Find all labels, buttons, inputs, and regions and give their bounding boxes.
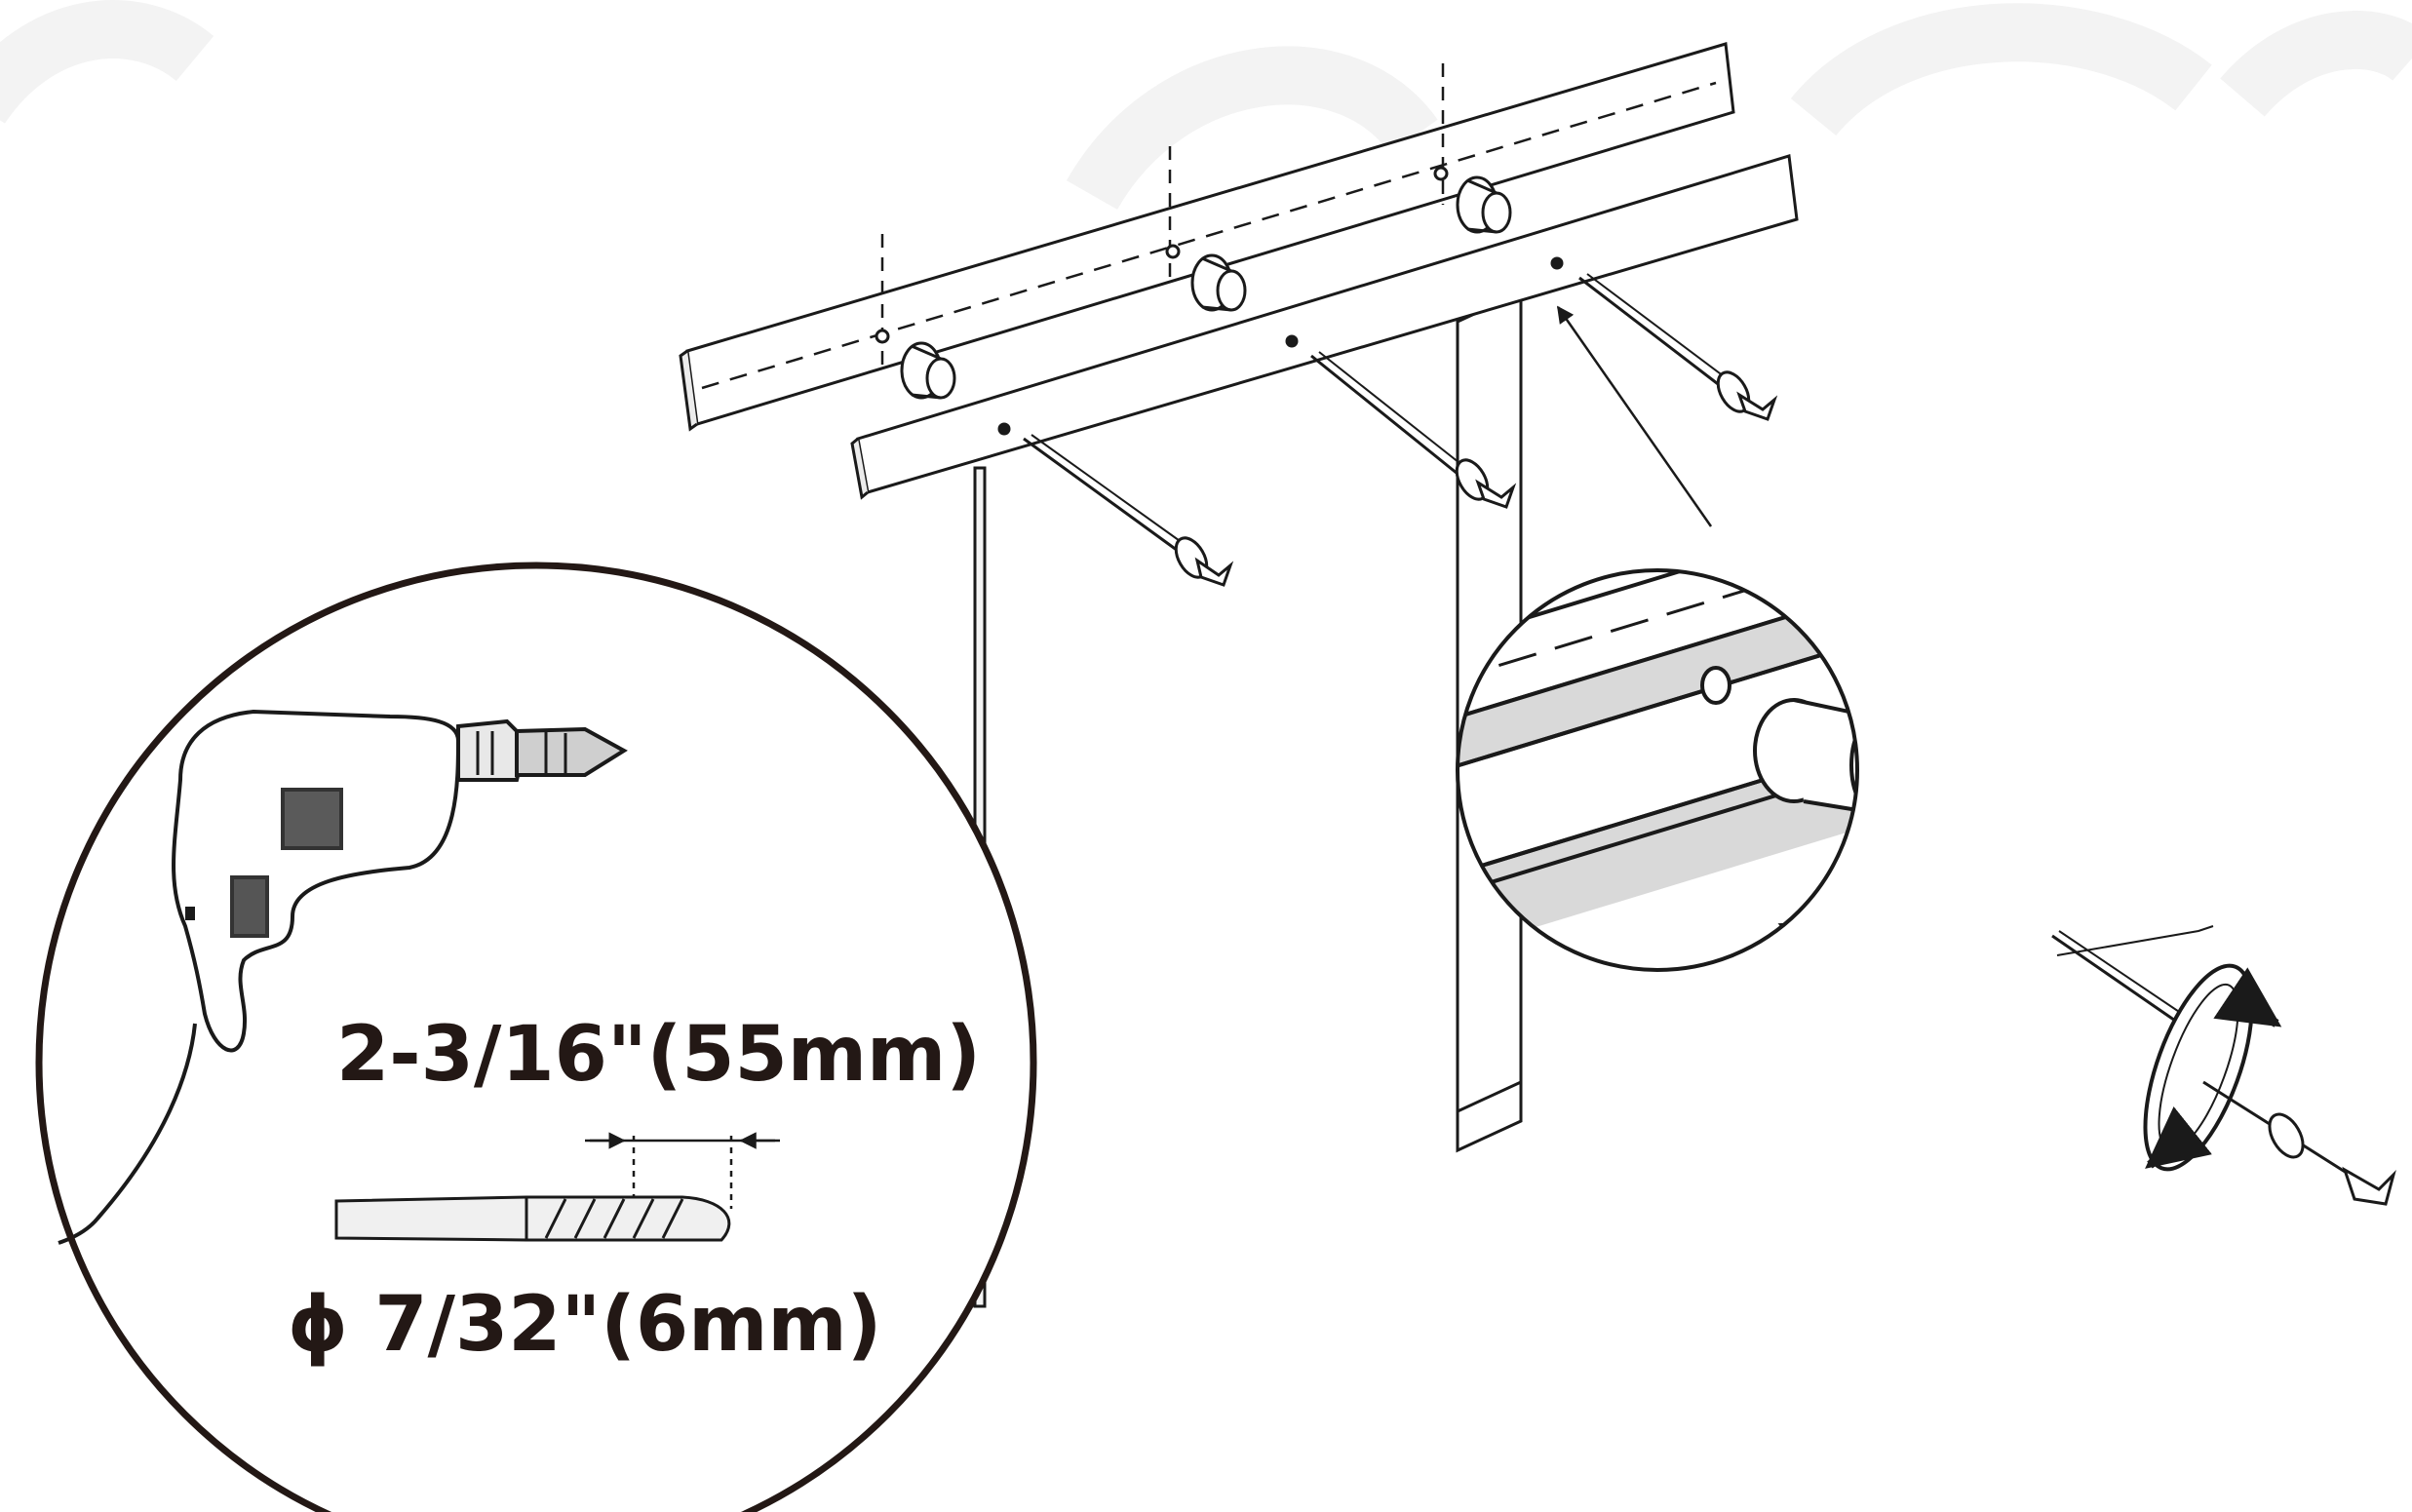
detail-pointer <box>1556 305 1713 527</box>
drill-depth-label: 2-3/16"(55mm) <box>336 1011 981 1099</box>
watermark <box>0 0 2412 211</box>
lag-screw-icon <box>1023 434 1234 587</box>
mounting-rails <box>679 42 1799 500</box>
rotate-arrow-icon <box>2143 963 2282 1172</box>
lag-screw-icon <box>1310 351 1517 509</box>
wall-anchor-icon <box>1753 698 1857 817</box>
lag-screws <box>1023 273 1778 587</box>
power-drill-icon <box>58 709 628 1245</box>
rotating-screw <box>2051 925 2396 1206</box>
wall-anchor-icon <box>1456 175 1512 234</box>
wall-anchor-icon <box>900 341 956 400</box>
lag-screw-icon <box>1578 273 1778 421</box>
front-rail <box>856 154 1799 494</box>
drill-callout: 2-3/16"(55mm) ϕ 7/32"(6mm) <box>35 562 1037 1512</box>
drill-bit-icon <box>334 1195 731 1242</box>
depth-dimension <box>585 1132 780 1209</box>
wall-studs <box>973 290 1523 1308</box>
hanger-pins <box>875 166 1564 436</box>
lag-screw-icon <box>2051 934 2195 1035</box>
stud-centerlines <box>880 63 1445 370</box>
wall-anchor-icon <box>1190 253 1247 312</box>
drill-diameter-label: ϕ 7/32"(6mm) <box>288 1281 881 1369</box>
zoom-detail <box>1456 568 1859 972</box>
